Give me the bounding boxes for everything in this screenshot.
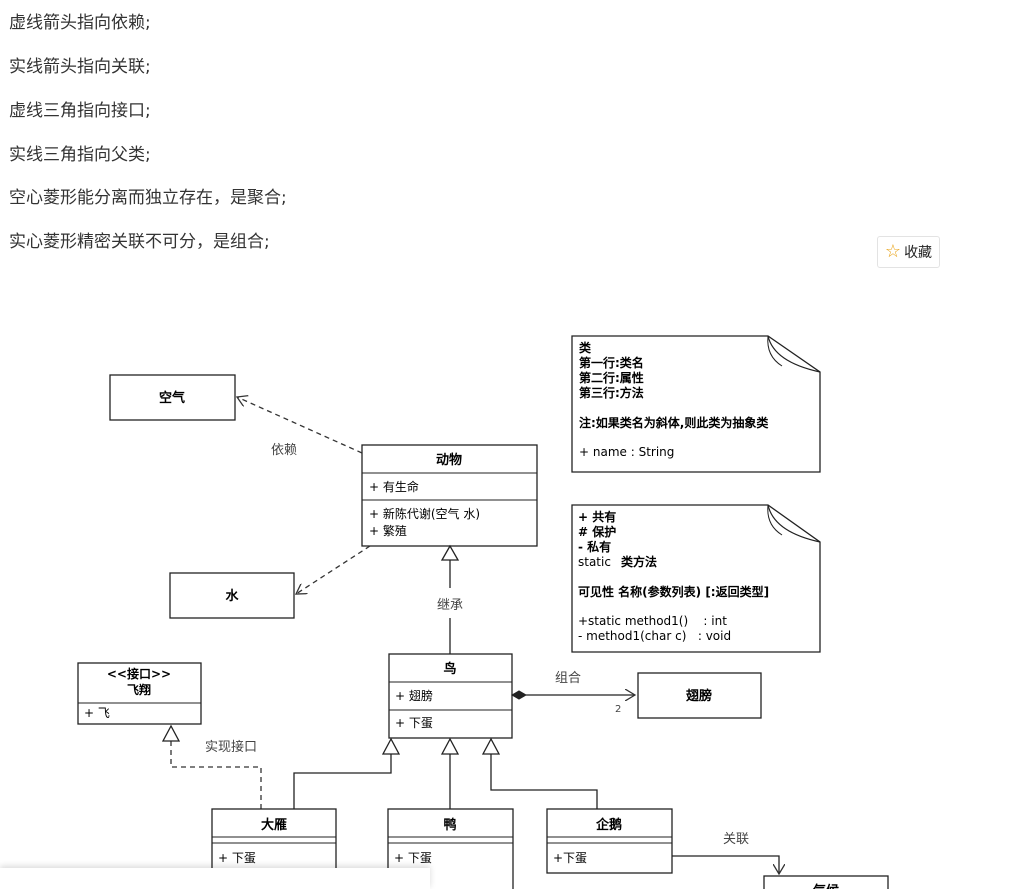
note2-static-label: 类方法: [621, 554, 657, 569]
fly-interface-box: <<接口>> 飞翔 + 飞: [77, 662, 202, 725]
penguin-method: +下蛋: [553, 851, 587, 865]
bird-class-box: 鸟 + 翅膀 + 下蛋: [388, 653, 513, 739]
goose-class-name: 大雁: [261, 817, 287, 833]
intro-line-interface: 虚线三角指向接口;: [9, 101, 151, 121]
association-label: 关联: [723, 832, 749, 847]
realization-line: [170, 741, 262, 809]
visibility-legend-note: + 共有 # 保护 - 私有 static 类方法 可见性 名称(参数列表) […: [571, 504, 821, 653]
inheritance-line-penguin: [490, 754, 598, 809]
favorite-button[interactable]: ☆ 收藏: [877, 236, 940, 268]
interface-stereotype: <<接口>>: [107, 666, 171, 681]
intro-line-parent: 实线三角指向父类;: [9, 145, 151, 165]
inheritance-triangle-goose: [381, 737, 401, 755]
note1-line: 第三行:方法: [579, 385, 644, 400]
favorite-label: 收藏: [904, 245, 933, 261]
intro-line-association: 实线箭头指向关联;: [9, 57, 151, 77]
note2-visibility-public: + 共有: [578, 509, 616, 524]
note2-static-keyword: static: [578, 555, 611, 569]
animal-attr: + 有生命: [369, 479, 419, 494]
dependency-arrow-water: [296, 545, 371, 594]
animal-method-reproduce: + 繁殖: [369, 523, 407, 538]
animal-class-name: 动物: [436, 452, 462, 468]
realization-label: 实现接口: [205, 739, 257, 755]
class-legend-note: 类 第一行:类名 第二行:属性 第三行:方法 注:如果类名为斜体,则此类为抽象类…: [571, 335, 821, 473]
air-class-box: 空气: [109, 374, 236, 421]
realization-triangle: [161, 724, 181, 742]
water-class-name: 水: [225, 588, 239, 604]
intro-line-dependency: 虚线箭头指向依赖;: [9, 13, 151, 33]
dependency-arrow-air: [237, 397, 363, 454]
interface-method: + 飞: [84, 706, 110, 720]
note1-line: 类: [579, 340, 592, 355]
goose-method: + 下蛋: [218, 851, 256, 865]
wing-class-box: 翅膀: [637, 672, 762, 719]
note1-example: + name : String: [579, 445, 674, 459]
inheritance-line-goose: [293, 754, 392, 809]
animal-class-box: 动物 + 有生命 + 新陈代谢(空气 水) + 繁殖: [361, 444, 538, 547]
duck-method: + 下蛋: [394, 851, 432, 865]
star-icon: ☆: [884, 241, 902, 262]
climate-class-name: 气候: [813, 883, 840, 889]
air-class-name: 空气: [159, 390, 185, 406]
inheritance-triangle-animal: [440, 544, 460, 561]
intro-line-aggregation: 空心菱形能分离而独立存在，是聚合;: [9, 188, 287, 208]
note2-visibility-private: - 私有: [578, 539, 611, 554]
inheritance-triangle-duck: [440, 737, 460, 755]
inheritance-triangle-penguin: [481, 737, 501, 755]
water-class-box: 水: [169, 572, 295, 619]
penguin-class-name: 企鹅: [595, 817, 622, 833]
inheritance-label: 继承: [437, 598, 463, 613]
note2-example-1: +static method1() : int: [578, 614, 727, 628]
interface-name: 飞翔: [127, 682, 151, 697]
association-arrow: [672, 855, 779, 874]
note1-line: 第二行:属性: [579, 370, 644, 385]
note1-abstract-note: 注:如果类名为斜体,则此类为抽象类: [579, 415, 769, 430]
wing-class-name: 翅膀: [685, 688, 712, 704]
composition-diamond: [510, 690, 528, 700]
duck-class-name: 鸭: [443, 817, 456, 833]
bottom-overlay-bar: [0, 868, 430, 889]
climate-class-box: 气候: [763, 875, 889, 889]
multiplicity-label: 2: [615, 704, 621, 715]
penguin-class-box: 企鹅 +下蛋: [546, 808, 673, 874]
note1-line: 第一行:类名: [579, 355, 644, 370]
note2-example-2: - method1(char c) : void: [578, 629, 731, 643]
note2-signature: 可见性 名称(参数列表) [:返回类型]: [578, 584, 769, 599]
bird-method: + 下蛋: [395, 716, 433, 730]
composition-label: 组合: [555, 671, 581, 686]
animal-method-metabolism: + 新陈代谢(空气 水): [369, 506, 480, 521]
note2-visibility-protected: # 保护: [578, 524, 616, 539]
bird-attr: + 翅膀: [395, 688, 433, 703]
dependency-label: 依赖: [271, 443, 297, 458]
intro-line-composition: 实心菱形精密关联不可分，是组合;: [9, 232, 270, 252]
bird-class-name: 鸟: [443, 661, 456, 677]
